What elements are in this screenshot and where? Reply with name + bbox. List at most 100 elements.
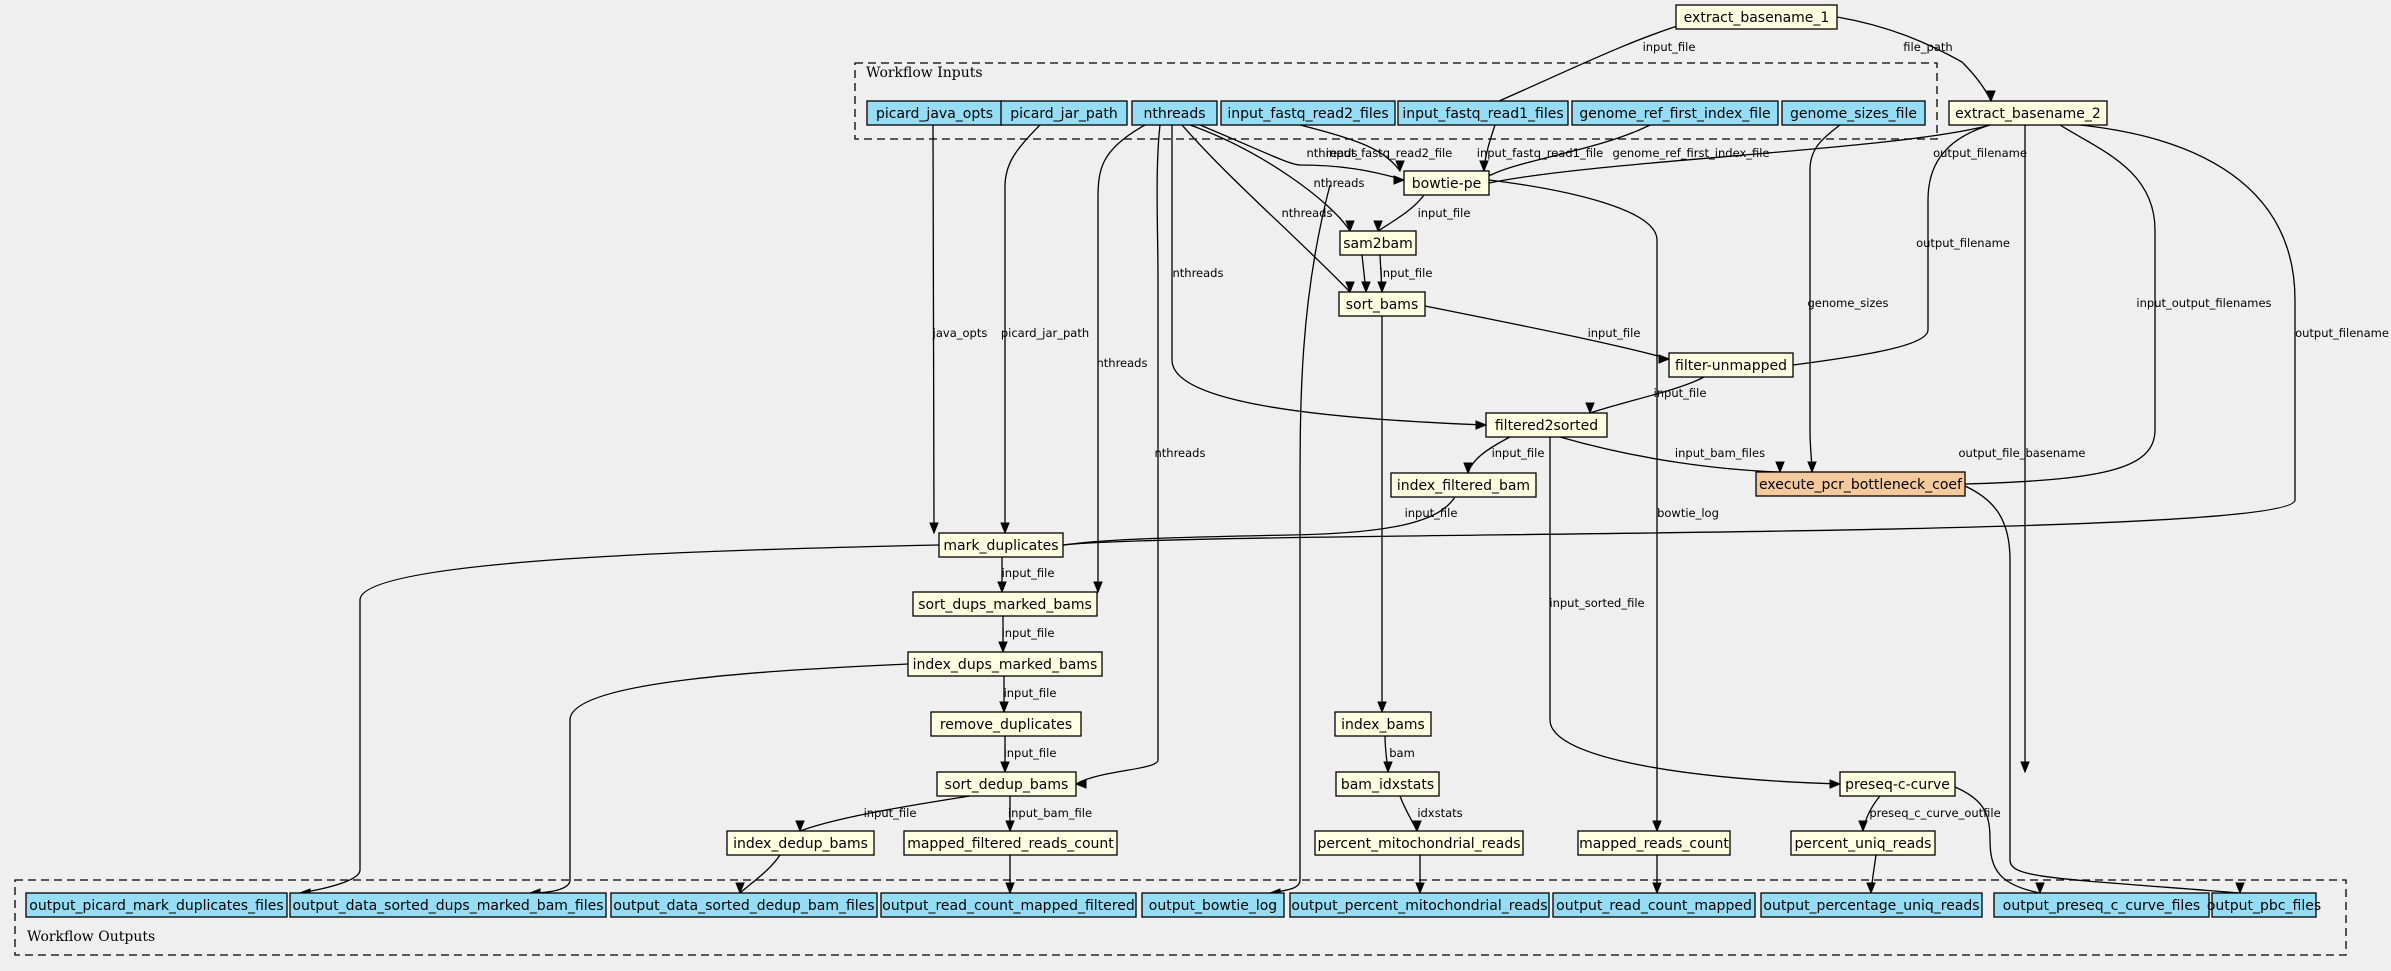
node-label: output_percent_mitochondrial_reads: [1291, 898, 1547, 914]
node-label: output_data_sorted_dedup_bam_files: [613, 898, 874, 914]
node-label: bowtie-pe: [1412, 176, 1481, 192]
edge-label: output_filename: [2295, 326, 2389, 340]
edge-line: [1424, 305, 1670, 360]
node-box: [880, 892, 1137, 918]
edge: input_file: [999, 676, 1056, 714]
arrowhead-icon: [1652, 882, 1662, 895]
node-index_dedup_bams[interactable]: index_dedup_bams: [726, 830, 875, 856]
edge-line: [1589, 376, 1705, 414]
node-box: [1668, 352, 1794, 378]
arrowhead-icon: [795, 820, 805, 833]
node-box: [610, 892, 878, 918]
node-box: [726, 830, 875, 856]
edge-line: [1171, 124, 1487, 426]
edge-label: picard_jar_path: [1001, 326, 1089, 340]
node-filtered2sorted[interactable]: filtered2sorted: [1485, 412, 1608, 438]
node-output_read_count_mapped_filtered[interactable]: output_read_count_mapped_filtered: [880, 892, 1137, 918]
node-box: [1577, 830, 1731, 856]
node-output_picard_mark_duplicates_files[interactable]: output_picard_mark_duplicates_files: [25, 892, 288, 918]
node-box: [289, 892, 607, 918]
node-preseq-c-curve[interactable]: preseq-c-curve: [1839, 771, 1956, 797]
node-output_percentage_uniq_reads[interactable]: output_percentage_uniq_reads: [1760, 892, 1983, 918]
node-extract_basename_2[interactable]: extract_basename_2: [1948, 100, 2108, 126]
node-index_bams[interactable]: index_bams: [1334, 711, 1432, 737]
node-sort_dups_marked_bams[interactable]: sort_dups_marked_bams: [912, 591, 1098, 617]
cluster-label: Workflow Outputs: [27, 929, 155, 945]
edge-line: [1299, 124, 1401, 172]
node-remove_duplicates[interactable]: remove_duplicates: [930, 711, 1082, 737]
node-input_fastq_read1_files[interactable]: input_fastq_read1_files: [1397, 100, 1569, 126]
arrowhead-icon: [929, 522, 939, 535]
node-box: [1390, 472, 1537, 498]
node-output_preseq_c_curve_files[interactable]: output_preseq_c_curve_files: [1993, 892, 2210, 918]
node-nthreads[interactable]: nthreads: [1131, 100, 1218, 126]
node-output_pbc_files[interactable]: output_pbc_files: [2207, 892, 2321, 918]
node-box: [1334, 711, 1432, 737]
node-box: [1314, 830, 1524, 856]
node-output_data_sorted_dedup_bam_files[interactable]: output_data_sorted_dedup_bam_files: [610, 892, 878, 918]
edge: bowtie_log: [1488, 179, 1719, 833]
edge-label: bam: [1389, 746, 1415, 760]
node-box: [938, 532, 1064, 558]
edge: input_file: [1498, 15, 1695, 102]
cluster-border: [854, 62, 1938, 140]
cluster-border: [14, 879, 2347, 956]
node-execute_pcr_bottleneck_coef[interactable]: execute_pcr_bottleneck_coef: [1755, 471, 1966, 497]
arrowhead-icon: [1093, 581, 1103, 594]
edge: output_filename: [1782, 124, 2010, 370]
node-box: [1131, 100, 1218, 126]
node-genome_sizes_file[interactable]: genome_sizes_file: [1781, 100, 1926, 126]
node-box: [1289, 892, 1550, 918]
edge: nthreads: [1189, 124, 1365, 233]
node-label: preseq-c-curve: [1845, 777, 1950, 793]
node-picard_java_opts[interactable]: picard_java_opts: [866, 100, 1003, 126]
node-output_read_count_mapped[interactable]: output_read_count_mapped: [1552, 892, 1756, 918]
arrowhead-icon: [1000, 522, 1010, 535]
node-index_dups_marked_bams[interactable]: index_dups_marked_bams: [907, 651, 1103, 677]
node-box: [1552, 892, 1756, 918]
edge-label: input_file: [1002, 566, 1055, 580]
node-box: [2211, 892, 2317, 918]
node-mapped_reads_count[interactable]: mapped_reads_count: [1577, 830, 1731, 856]
edge-line: [1792, 124, 1991, 366]
node-input_fastq_read2_files[interactable]: input_fastq_read2_files: [1220, 100, 1396, 126]
edge: input_file: [1463, 436, 1544, 475]
node-bowtie-pe[interactable]: bowtie-pe: [1403, 170, 1490, 196]
edge-label: nthreads: [1314, 176, 1365, 190]
node-genome_ref_first_index_file[interactable]: genome_ref_first_index_file: [1571, 100, 1779, 126]
edge: [1652, 855, 1662, 895]
node-mark_duplicates[interactable]: mark_duplicates: [938, 532, 1064, 558]
edge: bam: [1383, 735, 1415, 774]
arrowhead-icon: [1775, 461, 1785, 474]
edge-line: [739, 854, 781, 894]
edge-label: input_output_filenames: [2136, 296, 2271, 310]
node-extract_basename_1[interactable]: extract_basename_1: [1675, 4, 1838, 30]
arrowhead-icon: [1383, 761, 1393, 774]
node-mapped_filtered_reads_count[interactable]: mapped_filtered_reads_count: [903, 830, 1118, 856]
edge-line: [1062, 124, 2296, 546]
edge-label: output_filename: [1916, 236, 2010, 250]
node-percent_uniq_reads[interactable]: percent_uniq_reads: [1790, 830, 1936, 856]
node-filter-unmapped[interactable]: filter-unmapped: [1668, 352, 1794, 378]
node-percent_mitochondrial_reads[interactable]: percent_mitochondrial_reads: [1314, 830, 1524, 856]
node-sort_dedup_bams[interactable]: sort_dedup_bams: [936, 771, 1077, 797]
edge-label: input_file: [1380, 266, 1433, 280]
node-output_percent_mitochondrial_reads[interactable]: output_percent_mitochondrial_reads: [1289, 892, 1550, 918]
node-label: sam2bam: [1343, 236, 1413, 252]
edge: [1954, 786, 2045, 895]
node-index_filtered_bam[interactable]: index_filtered_bam: [1390, 472, 1537, 498]
edge-label: input_file: [864, 806, 917, 820]
node-picard_jar_path[interactable]: picard_jar_path: [1000, 100, 1128, 126]
node-output_bowtie_log[interactable]: output_bowtie_log: [1141, 892, 1285, 918]
arrowhead-icon: [1658, 354, 1671, 364]
node-sam2bam[interactable]: sam2bam: [1339, 230, 1417, 256]
edge-label: input_file: [1654, 386, 1707, 400]
edge-label: java_opts: [932, 326, 988, 340]
edge: nthreads: [1199, 124, 1406, 185]
node-bam_idxstats[interactable]: bam_idxstats: [1335, 771, 1440, 797]
edge: genome_sizes: [1807, 124, 1889, 474]
edge: input_fastq_read2_file: [1299, 124, 1452, 173]
node-sort_bams[interactable]: sort_bams: [1338, 291, 1426, 317]
node-box: [1948, 100, 2108, 126]
node-output_data_sorted_dups_marked_bam_files[interactable]: output_data_sorted_dups_marked_bam_files: [289, 892, 607, 918]
